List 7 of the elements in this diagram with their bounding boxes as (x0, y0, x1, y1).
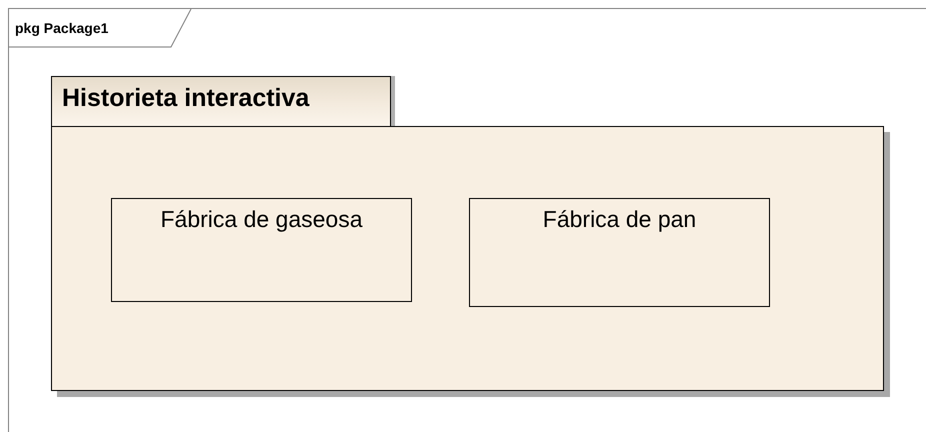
frame-title: pkg Package1 (15, 20, 108, 36)
class-name: Fábrica de pan (542, 206, 696, 234)
package-title: Historieta interactiva (62, 84, 310, 113)
class-name: Fábrica de gaseosa (160, 206, 362, 234)
class-box (469, 198, 770, 307)
class-box (111, 198, 412, 302)
frame (8, 8, 926, 432)
